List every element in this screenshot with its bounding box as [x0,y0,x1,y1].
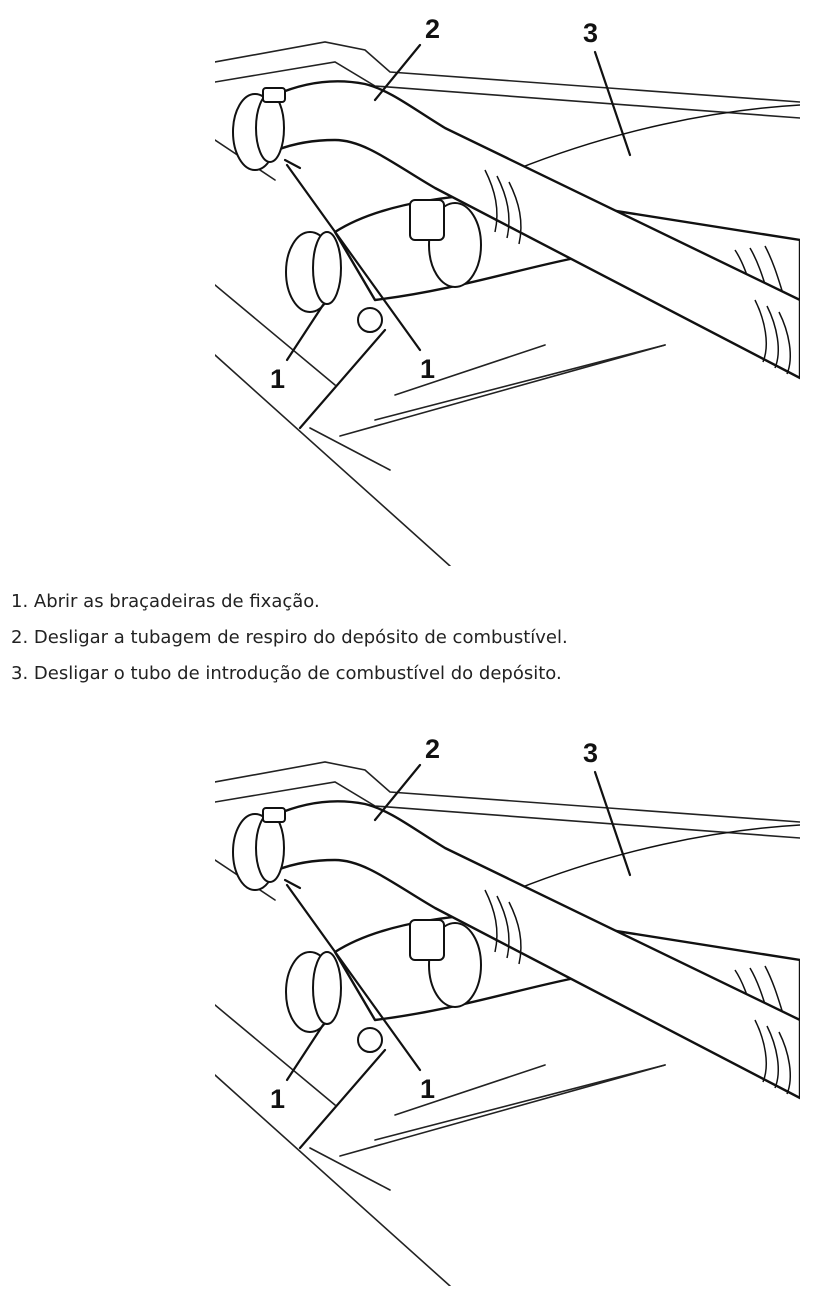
tank-outline [215,41,800,566]
callout-2: 2 [425,734,440,764]
diagram-figure-top: 1 1 2 3 [215,0,800,566]
hose-clamp-lower-right [409,199,482,288]
hose-clamp-lower-left [285,231,383,333]
hose-clamp-upper [232,87,302,171]
breather-hose [273,80,800,380]
tank-outline [215,761,800,1286]
callout-1-right: 1 [420,354,435,384]
leader-lines [285,763,632,1150]
instruction-list: 1. Abrir as braçadeiras de fixação. 2. D… [11,584,568,692]
callout-1-left: 1 [270,1084,285,1114]
diagram-figure-bottom: 1 1 2 3 [215,720,800,1286]
step-item: 2. Desligar a tubagem de respiro do depó… [11,627,568,648]
callout-3: 3 [583,738,598,768]
step-item: 1. Abrir as braçadeiras de fixação. [11,591,320,612]
callout-2: 2 [425,14,440,44]
hose-clamp-lower-left [285,951,383,1053]
step-item: 3. Desligar o tubo de introdução de comb… [11,663,562,684]
hose-clamp-upper [232,807,302,891]
breather-hose [273,800,800,1100]
callout-1-right: 1 [420,1074,435,1104]
hose-clamp-lower-right [409,919,482,1008]
callout-3: 3 [583,18,598,48]
leader-lines [285,43,632,430]
callout-1-left: 1 [270,364,285,394]
